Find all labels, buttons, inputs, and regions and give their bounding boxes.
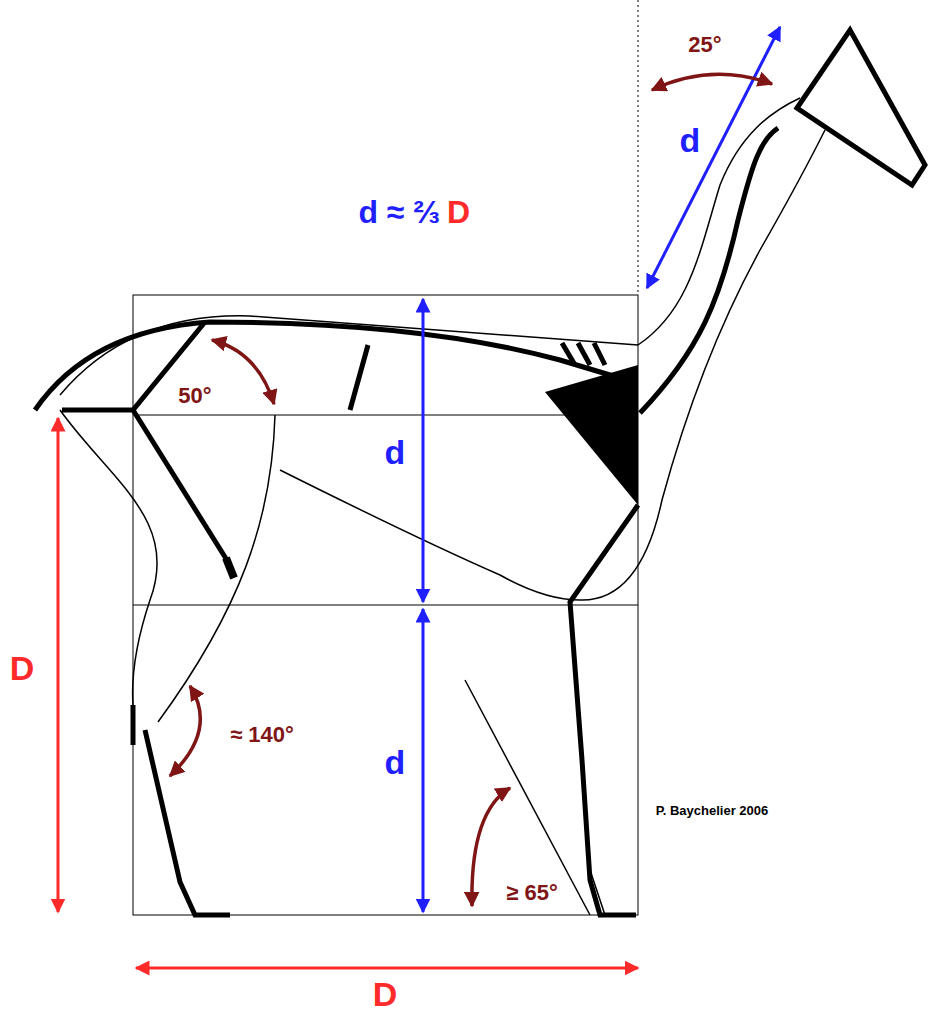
- author-credit: P. Baychelier 2006: [656, 804, 769, 817]
- angle-label: 25°: [688, 34, 721, 56]
- scapula: [545, 365, 638, 505]
- dimension-arrows: [58, 27, 780, 968]
- dimension-label: d: [680, 123, 701, 157]
- dimension-label: d: [385, 745, 406, 779]
- proportion-grid: [133, 0, 638, 915]
- formula-label: d ≈ ⅔: [358, 196, 440, 228]
- skeleton: [35, 30, 925, 915]
- angle-label: ≈ 140°: [230, 724, 294, 746]
- dimension-label: D: [10, 651, 35, 685]
- angle-label: 50°: [178, 385, 211, 407]
- body-outline: [60, 98, 825, 915]
- angle-arcs: [170, 74, 772, 906]
- dimension-label: D: [373, 977, 398, 1011]
- formula-label: D: [447, 196, 470, 228]
- dimension-label: d: [385, 435, 406, 469]
- angle-label: ≥ 65°: [506, 882, 557, 904]
